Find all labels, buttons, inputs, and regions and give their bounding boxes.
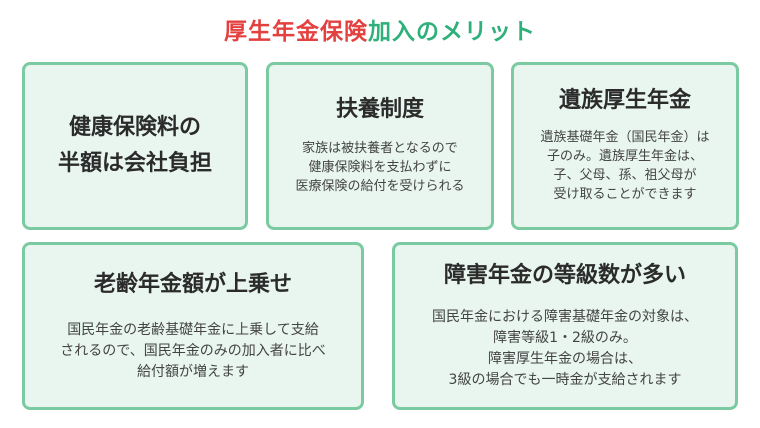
card-heading: 扶養制度 [335,96,424,122]
card-old-age-pension: 老齢年金額が上乗せ 国民年金の老齢基礎年金に上乗して支給 されるので、国民年金の… [22,242,364,410]
card-heading-line: 健康保険料の [68,115,201,140]
card-dependents: 扶養制度 家族は被扶養者となるので 健康保険料を支払わずに 医療保険の給付を受け… [266,62,494,230]
card-description-line: 障害厚生年金の場合は、 [488,351,642,367]
card-heading: 健康保険料の 半額は会社負担 [58,110,212,182]
card-description-line: 国民年金における障害基礎年金の対象は、 [432,309,698,325]
card-description-line: 子、父母、孫、祖父母が [553,168,697,183]
card-description-line: 子のみ。遺族厚生年金は、 [546,149,703,164]
card-description-line: 国民年金の老齢基礎年金に上乗して支給 [67,321,319,338]
page-title: 厚生年金保険加入のメリット [0,12,760,46]
card-description: 国民年金の老齢基礎年金に上乗して支給 されるので、国民年金のみの加入者に比べ 給… [60,320,325,383]
card-description-line: 健康保険料を支払わずに [308,159,452,175]
card-description: 国民年金における障害基礎年金の対象は、 障害等級1・2級のみ。 障害厚生年金の場… [432,307,698,391]
card-description-line: 給付額が増えます [136,363,249,380]
card-description-line: されるので、国民年金のみの加入者に比べ [60,342,326,359]
card-heading: 老齢年金額が上乗せ [93,271,292,297]
card-disability-pension: 障害年金の等級数が多い 国民年金における障害基礎年金の対象は、 障害等級1・2級… [392,242,738,410]
title-rest: 加入のメリット [368,19,536,45]
card-description: 家族は被扶養者となるので 健康保険料を支払わずに 医療保険の給付を受けられる [295,139,464,196]
card-description-line: 3級の場合でも一時金が支給されます [448,372,682,388]
card-heading-line: 半額は会社負担 [57,151,212,176]
card-survivor-pension: 遺族厚生年金 遺族基礎年金（国民年金）は 子のみ。遺族厚生年金は、 子、父母、孫… [511,62,739,230]
card-heading: 障害年金の等級数が多い [443,263,686,288]
card-health-insurance: 健康保険料の 半額は会社負担 [22,62,248,230]
title-highlight: 厚生年金保険 [224,19,368,45]
card-description-line: 遺族基礎年金（国民年金）は [540,130,710,145]
card-description-line: 医療保険の給付を受けられる [295,178,465,194]
card-description-line: 受け取ることができます [553,187,697,202]
card-description-line: 家族は被扶養者となるので [302,140,458,156]
card-description-line: 障害等級1・2級のみ。 [493,330,637,346]
card-heading: 遺族厚生年金 [558,88,691,113]
card-description: 遺族基礎年金（国民年金）は 子のみ。遺族厚生年金は、 子、父母、孫、祖父母が 受… [540,128,709,204]
